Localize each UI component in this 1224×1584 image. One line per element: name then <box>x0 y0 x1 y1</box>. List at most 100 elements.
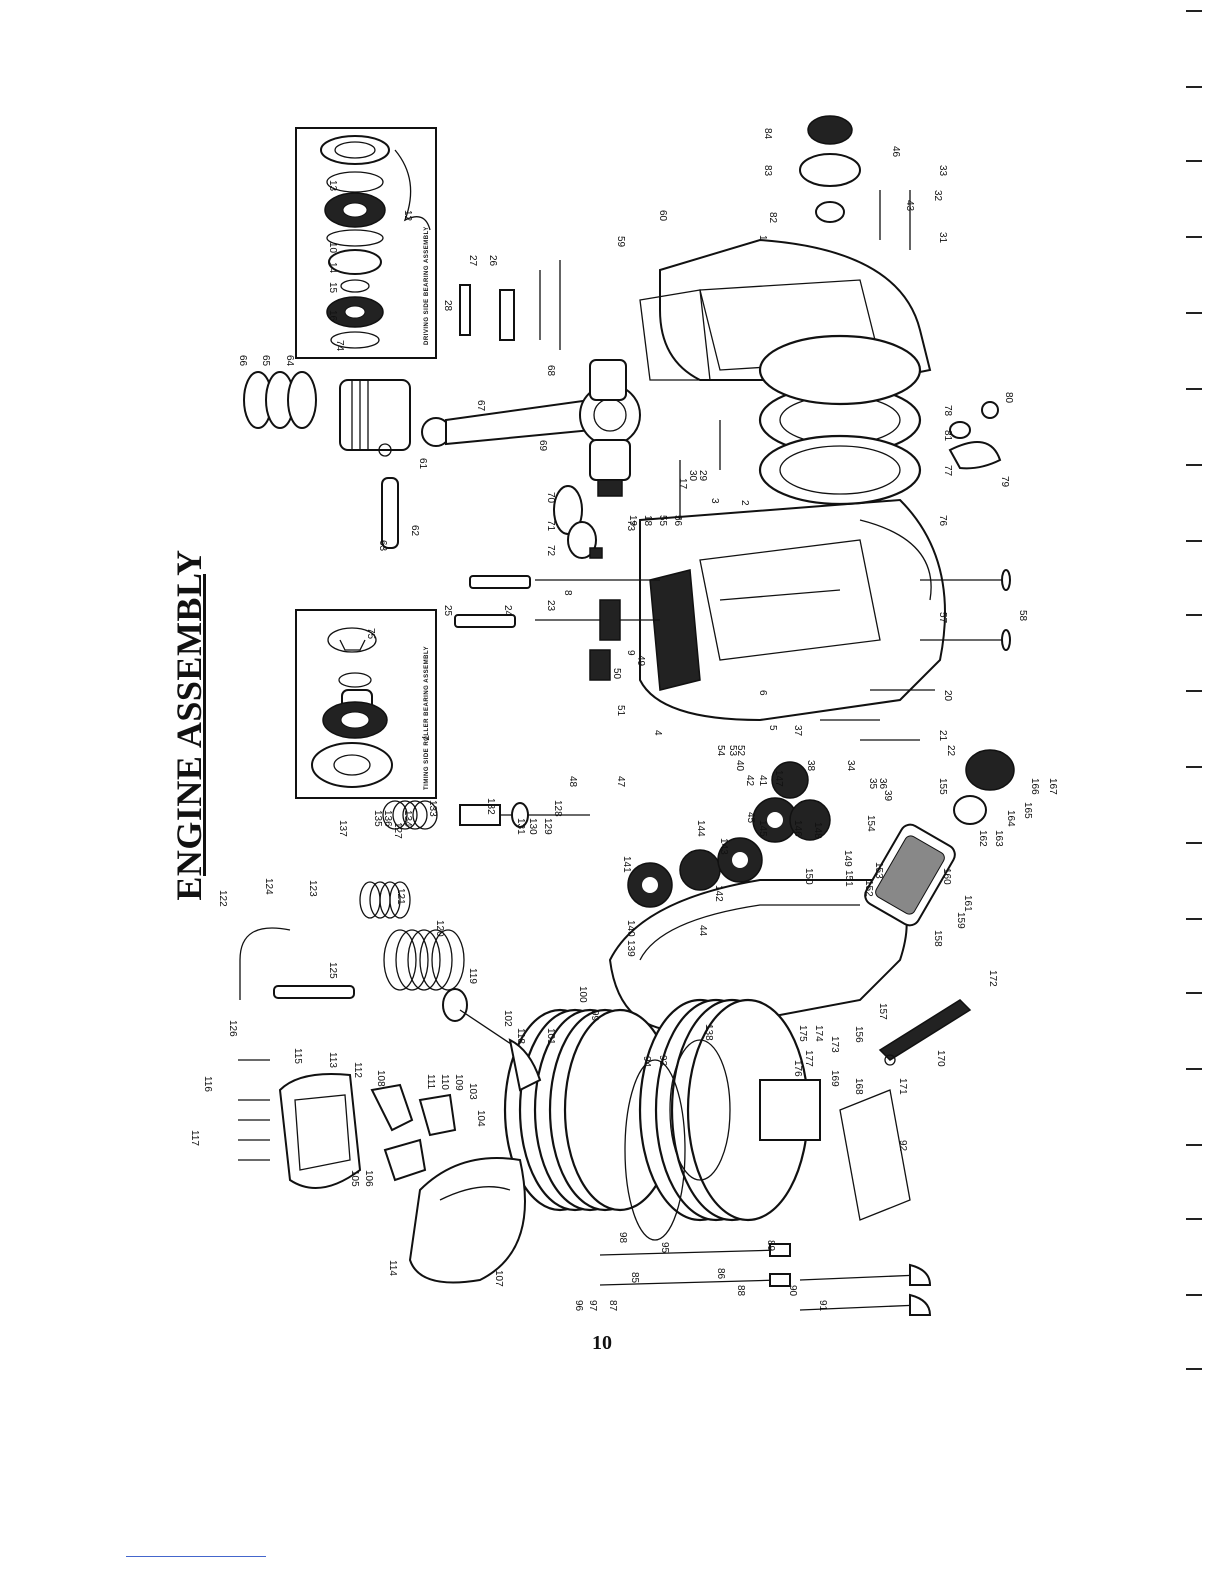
part-label-78: 78 <box>942 405 953 417</box>
margin-tick <box>1186 1144 1202 1146</box>
margin-tick <box>1186 918 1202 920</box>
part-label-142: 142 <box>713 885 724 902</box>
part-label-141: 141 <box>621 856 632 873</box>
margin-tick <box>1186 312 1202 314</box>
part-label-68: 68 <box>545 365 556 377</box>
part-label-80: 80 <box>1003 392 1014 404</box>
part-label-108: 108 <box>375 1070 386 1087</box>
part-label-59: 59 <box>615 236 626 248</box>
part-label-39: 39 <box>882 790 893 802</box>
part-label-156: 156 <box>853 1026 864 1043</box>
part-label-172: 172 <box>987 970 998 987</box>
gudgeon-pin <box>381 477 399 549</box>
part-label-21: 21 <box>937 730 948 742</box>
valve-springs-133 <box>382 800 590 830</box>
margin-tick <box>1186 766 1202 768</box>
part-label-86: 86 <box>715 1268 726 1280</box>
margin-tick <box>1186 1068 1202 1070</box>
part-label-3: 3 <box>709 498 720 504</box>
part-label-16: 16 <box>327 310 338 322</box>
part-label-124: 124 <box>263 878 274 895</box>
part-label-149: 149 <box>842 850 853 867</box>
part-label-148: 148 <box>812 822 823 839</box>
part-label-14: 14 <box>327 262 338 274</box>
part-label-126: 126 <box>227 1020 238 1037</box>
crankpin <box>589 439 631 497</box>
part-label-101: 101 <box>545 1028 556 1045</box>
margin-tick <box>1186 86 1202 88</box>
part-label-29: 29 <box>697 470 708 482</box>
part-label-20: 20 <box>942 690 953 702</box>
piston-rings <box>243 371 317 429</box>
margin-tick <box>1186 10 1202 12</box>
part-label-173: 173 <box>829 1036 840 1053</box>
part-label-169: 169 <box>829 1070 840 1087</box>
part-label-155: 155 <box>937 778 948 795</box>
part-label-37: 37 <box>792 725 803 737</box>
part-label-97: 97 <box>587 1300 598 1312</box>
part-label-151: 151 <box>843 870 854 887</box>
part-label-36: 36 <box>877 778 888 790</box>
part-label-89: 89 <box>765 1240 776 1252</box>
part-label-51: 51 <box>615 705 626 717</box>
part-label-32: 32 <box>932 190 943 202</box>
part-label-75: 75 <box>365 628 376 640</box>
part-label-10: 10 <box>327 242 338 254</box>
part-label-127: 127 <box>392 822 403 839</box>
part-label-160: 160 <box>941 868 952 885</box>
part-label-176: 176 <box>792 1060 803 1077</box>
inset-timing-side: TIMING SIDE ROLLER BEARING ASSEMBLY <box>295 609 437 799</box>
part-label-4: 4 <box>652 730 663 736</box>
part-label-63: 63 <box>377 540 388 552</box>
part-label-5: 5 <box>767 725 778 731</box>
part-label-102: 102 <box>502 1010 513 1027</box>
part-label-34: 34 <box>845 760 856 772</box>
part-label-38: 38 <box>805 760 816 772</box>
oil-pump <box>878 999 972 1061</box>
margin-tick <box>1186 388 1202 390</box>
cylinder-barrel <box>638 998 821 1222</box>
margin-ticks <box>1164 0 1224 1584</box>
part-label-96: 96 <box>573 1300 584 1312</box>
part-label-111: 111 <box>425 1074 436 1090</box>
part-label-6: 6 <box>757 690 768 696</box>
part-label-81: 81 <box>942 430 953 442</box>
inset-driving-side-caption: DRIVING SIDE BEARING ASSEMBLY <box>424 226 430 345</box>
part-label-2: 2 <box>739 500 750 506</box>
part-label-55: 55 <box>657 515 668 527</box>
part-label-125: 125 <box>327 962 338 979</box>
valve-springs <box>359 881 468 1022</box>
part-label-82: 82 <box>767 212 778 224</box>
margin-tick <box>1186 614 1202 616</box>
part-label-154: 154 <box>865 815 876 832</box>
part-label-132: 132 <box>485 798 496 815</box>
margin-tick <box>1186 1218 1202 1220</box>
part-label-120: 120 <box>434 920 445 937</box>
part-label-57: 57 <box>937 612 948 624</box>
flywheels <box>758 334 922 506</box>
part-label-31: 31 <box>937 232 948 244</box>
part-label-15: 15 <box>327 282 338 294</box>
part-label-8: 8 <box>562 590 573 596</box>
part-label-84: 84 <box>762 128 773 140</box>
page-number: 10 <box>592 1332 612 1354</box>
title-underline <box>203 574 206 876</box>
part-label-98: 98 <box>617 1232 628 1244</box>
part-label-52: 52 <box>735 745 746 757</box>
part-label-27: 27 <box>467 255 478 267</box>
part-label-35: 35 <box>867 778 878 790</box>
part-label-40: 40 <box>734 760 745 772</box>
part-label-167: 167 <box>1047 778 1058 795</box>
part-label-42: 42 <box>744 775 755 787</box>
part-label-87: 87 <box>607 1300 618 1312</box>
part-label-90: 90 <box>787 1285 798 1297</box>
inset-timing-side-caption: TIMING SIDE ROLLER BEARING ASSEMBLY <box>424 646 430 790</box>
part-label-47: 47 <box>615 776 626 788</box>
part-label-134: 134 <box>402 810 413 827</box>
part-label-41: 41 <box>757 775 768 787</box>
part-label-65: 65 <box>260 355 271 367</box>
part-label-92: 92 <box>897 1140 908 1152</box>
part-label-60: 60 <box>657 210 668 222</box>
margin-tick <box>1186 1294 1202 1296</box>
